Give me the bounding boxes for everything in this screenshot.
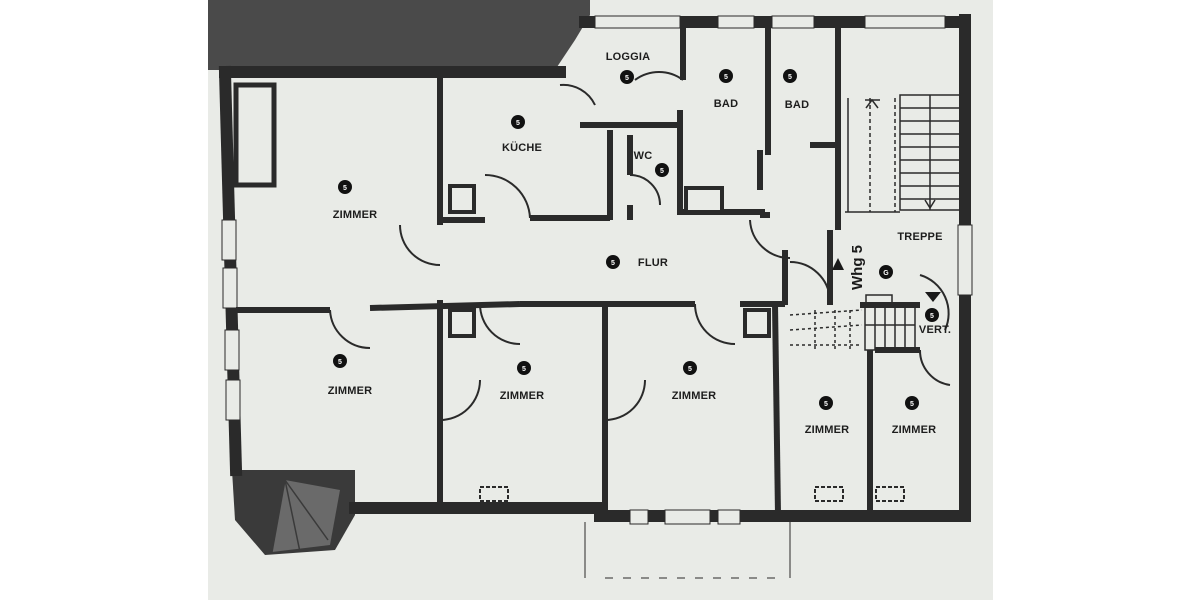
room-zimmer-2: 5 ZIMMER (328, 354, 373, 397)
svg-text:Whg 5: Whg 5 (849, 245, 866, 290)
svg-text:5: 5 (611, 260, 615, 267)
svg-text:5: 5 (910, 401, 914, 408)
room-kueche: 5 KÜCHE (502, 115, 542, 154)
svg-text:WC: WC (634, 150, 653, 162)
svg-text:LOGGIA: LOGGIA (606, 51, 651, 63)
room-zimmer-1: 5 ZIMMER (333, 180, 378, 221)
svg-text:5: 5 (824, 401, 828, 408)
room-zimmer-6: 5 ZIMMER (892, 396, 937, 436)
svg-text:5: 5 (788, 74, 792, 81)
svg-text:BAD: BAD (785, 99, 809, 111)
svg-text:VERT.: VERT. (919, 324, 951, 336)
room-flur: 5 FLUR (606, 255, 668, 269)
room-vert: 5 VERT. (919, 308, 951, 336)
svg-text:ZIMMER: ZIMMER (333, 209, 378, 221)
svg-text:5: 5 (522, 366, 526, 373)
svg-text:G: G (883, 270, 889, 277)
svg-text:FLUR: FLUR (638, 257, 668, 269)
svg-text:ZIMMER: ZIMMER (328, 385, 373, 397)
svg-text:KÜCHE: KÜCHE (502, 141, 542, 154)
room-bad-2: 5 BAD (783, 69, 809, 111)
room-bad-1: 5 BAD (714, 69, 738, 110)
svg-text:5: 5 (338, 359, 342, 366)
floor-plan-photo: 5 ZIMMER 5 KÜCHE LOGGIA 5 5 BAD 5 BAD WC… (208, 0, 993, 600)
svg-text:5: 5 (625, 75, 629, 82)
svg-text:BAD: BAD (714, 98, 738, 110)
svg-text:5: 5 (660, 168, 664, 175)
svg-text:ZIMMER: ZIMMER (805, 424, 850, 436)
svg-text:TREPPE: TREPPE (897, 231, 942, 243)
room-zimmer-5: 5 ZIMMER (805, 396, 850, 436)
svg-text:ZIMMER: ZIMMER (892, 424, 937, 436)
svg-text:ZIMMER: ZIMMER (500, 390, 545, 402)
room-wc: WC 5 (634, 150, 669, 177)
svg-text:5: 5 (930, 313, 934, 320)
roof-hatch (208, 0, 590, 70)
staircase (789, 94, 961, 351)
apartment-label: Whg 5 (849, 245, 866, 290)
svg-text:5: 5 (516, 120, 520, 127)
svg-text:5: 5 (343, 185, 347, 192)
floor-plan: 5 ZIMMER 5 KÜCHE LOGGIA 5 5 BAD 5 BAD WC… (208, 0, 993, 600)
room-treppe: TREPPE G (879, 231, 942, 279)
svg-text:ZIMMER: ZIMMER (672, 390, 717, 402)
room-zimmer-3: 5 ZIMMER (500, 361, 545, 402)
room-zimmer-4: 5 ZIMMER (672, 361, 717, 402)
room-loggia: LOGGIA 5 (606, 51, 651, 84)
svg-text:5: 5 (724, 74, 728, 81)
svg-text:5: 5 (688, 366, 692, 373)
